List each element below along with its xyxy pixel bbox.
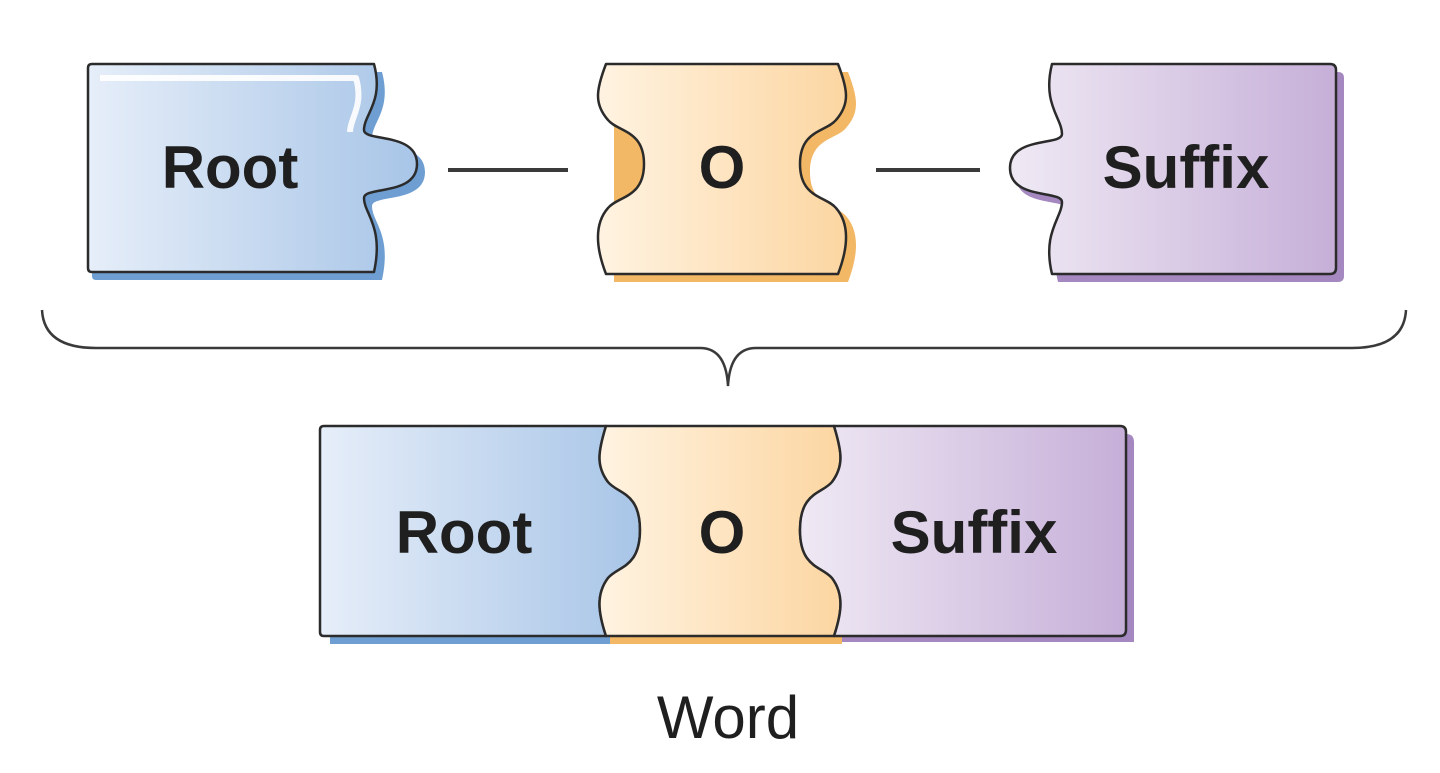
root-piece-highlight bbox=[100, 75, 362, 133]
o-piece-separate: O bbox=[596, 62, 856, 282]
suffix-piece-face bbox=[1008, 62, 1338, 276]
suffix-label-separate: Suffix bbox=[1103, 134, 1270, 201]
root-label-combined: Root bbox=[396, 499, 533, 566]
suffix-label-combined: Suffix bbox=[891, 499, 1058, 566]
combined-edge-blue bbox=[330, 636, 610, 644]
combined-word: Root O Suffix bbox=[318, 424, 1134, 644]
grouping-brace bbox=[40, 309, 1408, 387]
suffix-segment bbox=[798, 424, 1128, 638]
root-label-separate: Root bbox=[162, 134, 299, 201]
root-piece-separate: Root bbox=[86, 62, 425, 280]
suffix-piece-separate: Suffix bbox=[1008, 62, 1344, 282]
o-piece-face bbox=[596, 62, 848, 276]
root-piece-face bbox=[86, 62, 419, 274]
o-label-separate: O bbox=[699, 134, 746, 201]
word-caption: Word bbox=[657, 684, 799, 751]
o-label-combined: O bbox=[699, 499, 746, 566]
combined-edge-orange bbox=[610, 636, 842, 644]
